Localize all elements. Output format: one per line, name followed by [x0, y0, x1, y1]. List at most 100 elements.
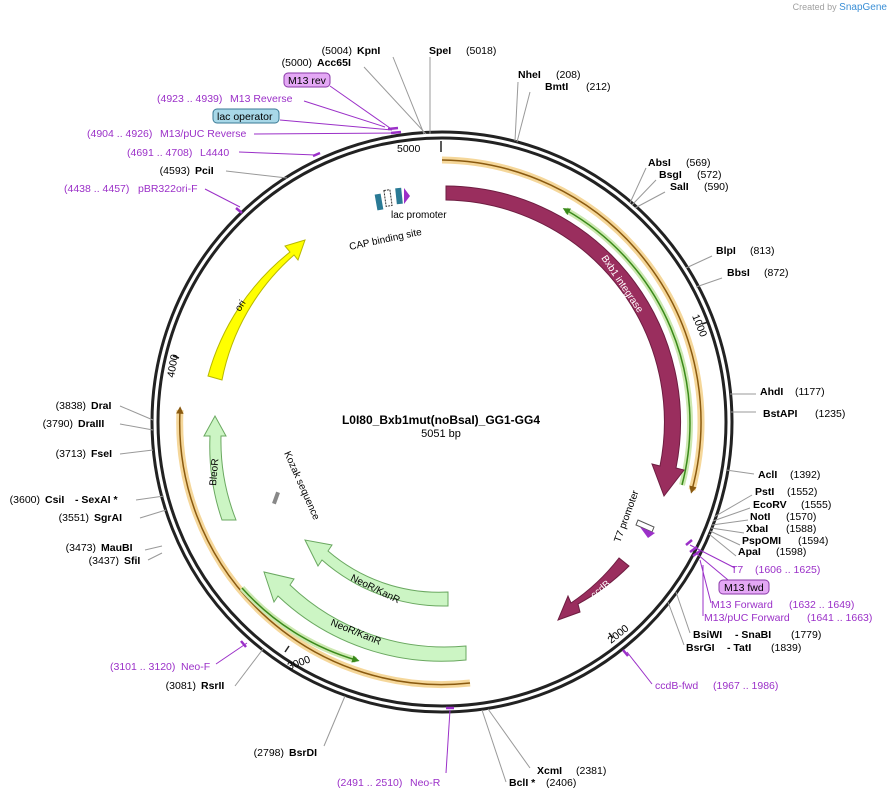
m13-fwd-box-label: M13 fwd: [724, 582, 764, 594]
primer-l4440-range: (4691 .. 4708): [127, 147, 192, 159]
site-bstAPI: BstAPI: [763, 408, 798, 420]
site-sfiI-pos: (3437): [89, 555, 119, 567]
primer-m13puc-reverse: M13/pUC Reverse: [160, 128, 247, 140]
tick-marks: [172, 141, 709, 653]
credit-prefix: Created by: [792, 2, 837, 12]
primer-t7-range: (1606 .. 1625): [755, 564, 820, 576]
site-ecoRV: EcoRV: [753, 499, 787, 511]
primer-l4440: L4440: [200, 147, 229, 159]
site-csiI-pos: (3600): [10, 494, 40, 506]
site-pspOMI-pos: (1594): [798, 535, 828, 547]
site-salI-pos: (590): [704, 181, 729, 193]
site-sgrAI: SgrAI: [94, 512, 122, 524]
site-kpnI: KpnI: [357, 45, 380, 57]
site-ahdI-pos: (1177): [795, 386, 825, 398]
primer-m13puc-forward: M13/pUC Forward: [704, 612, 790, 624]
primer-neo-f: Neo-F: [181, 661, 210, 673]
snapgene-logo: SnapGene: [839, 2, 887, 13]
primer-m13-forward: M13 Forward: [711, 599, 773, 611]
primer-neo-f-range: (3101 .. 3120): [110, 661, 175, 673]
site-sgrAI-pos: (3551): [59, 512, 89, 524]
bleor-label: BleoR: [208, 458, 221, 486]
backbone-outer: [150, 130, 734, 714]
kozak-label: Kozak sequence: [281, 450, 321, 522]
site-apaI: ApaI: [738, 546, 761, 558]
site-bclI-pos: (2406): [546, 777, 576, 789]
plasmid-length: 5051 bp: [421, 428, 461, 440]
site-bclI: BclI *: [509, 777, 536, 789]
bxb1-integrase-arrow: [445, 185, 685, 498]
site-pstI-pos: (1552): [787, 486, 817, 498]
site-nheI: NheI: [518, 69, 541, 81]
lac-operator-box: [212, 108, 280, 124]
cap-site-glyph: [374, 193, 384, 211]
lac-operator-glyph: [383, 189, 393, 207]
backbone-inner: [156, 136, 728, 708]
site-bstAPI-pos: (1235): [815, 408, 845, 420]
site-fseI: FseI: [91, 448, 112, 460]
m13-fwd-box: [718, 579, 770, 595]
tick-label-3000: 3000: [286, 653, 312, 672]
lac-promoter-glyph: [395, 187, 403, 205]
plasmid-name: L0I80_Bxb1mut(noBsaI)_GG1-GG4: [342, 413, 540, 427]
green-strand-right-line: [562, 208, 691, 486]
site-notI: NotI: [750, 511, 770, 523]
primer-m13puc-reverse-range: (4904 .. 4926): [87, 128, 152, 140]
site-bsiWI-pos: (1779): [791, 629, 821, 641]
neor-kanr-arrow-1: [304, 539, 449, 607]
primer-m13puc-forward-range: (1641 .. 1663): [807, 612, 872, 624]
m13-rev-box-label: M13 rev: [288, 75, 327, 87]
primer-m13-reverse: M13 Reverse: [230, 93, 293, 105]
site-sexAI: - SexAI *: [75, 494, 119, 506]
site-snaBI: - SnaBI: [735, 629, 771, 641]
site-apaI-pos: (1598): [776, 546, 806, 558]
site-aclI: AclI: [758, 469, 777, 481]
lac-operator-box-label: lac operator: [217, 111, 273, 123]
leader-lines: [119, 56, 756, 783]
site-blpI: BlpI: [716, 245, 736, 257]
tick-label-4000: 4000: [165, 353, 181, 378]
site-acc65I-pos: (5000): [282, 57, 312, 69]
t7-glyph-arrow: [640, 527, 655, 538]
cap-site-label: CAP binding site: [348, 227, 423, 253]
site-rsrII-pos: (3081): [166, 680, 196, 692]
site-notI-pos: (1570): [786, 511, 816, 523]
site-xbaI-pos: (1588): [786, 523, 816, 535]
site-pciI: PciI: [195, 165, 214, 177]
site-xbaI: XbaI: [746, 523, 768, 535]
site-aclI-pos: (1392): [790, 469, 820, 481]
primer-bars: [235, 126, 701, 710]
site-pstI: PstI: [755, 486, 774, 498]
site-kpnI-pos: (5004): [322, 45, 352, 57]
site-draI: DraI: [91, 400, 112, 412]
green-strand-left-line: [241, 587, 360, 663]
site-bbsI-pos: (872): [764, 267, 789, 279]
site-ahdI: AhdI: [760, 386, 783, 398]
ccdb-arrow: [557, 557, 630, 621]
site-mauBI: MauBI: [101, 542, 133, 554]
site-bmtI-pos: (212): [586, 81, 611, 93]
site-speI: SpeI: [429, 45, 451, 57]
m13-rev-box: [283, 72, 331, 88]
site-draIII-pos: (3790): [43, 418, 73, 430]
primer-lines: [204, 85, 741, 774]
site-absI-pos: (569): [686, 157, 711, 169]
site-xcmI: XcmI: [537, 765, 562, 777]
site-pspOMI: PspOMI: [742, 535, 781, 547]
site-pciI-pos: (4593): [160, 165, 190, 177]
primer-neo-r: Neo-R: [410, 777, 441, 789]
neor-kanr-arrow-2: [263, 571, 467, 662]
site-bbsI: BbsI: [727, 267, 750, 279]
tick-label-5000: 5000: [397, 143, 421, 155]
t7-promoter-label: T7 promoter: [612, 488, 641, 544]
orange-strand-left-line: [176, 406, 471, 686]
primer-t7: T7: [731, 564, 743, 576]
ori-label: ori: [233, 298, 248, 313]
bleor-arrow: [203, 414, 237, 521]
site-bsgI-pos: (572): [697, 169, 722, 181]
site-bsrDI-pos: (2798): [254, 747, 284, 759]
primer-ccdb-fwd: ccdB-fwd: [655, 680, 698, 692]
site-xcmI-pos: (2381): [576, 765, 606, 777]
site-speI-pos: (5018): [466, 45, 496, 57]
